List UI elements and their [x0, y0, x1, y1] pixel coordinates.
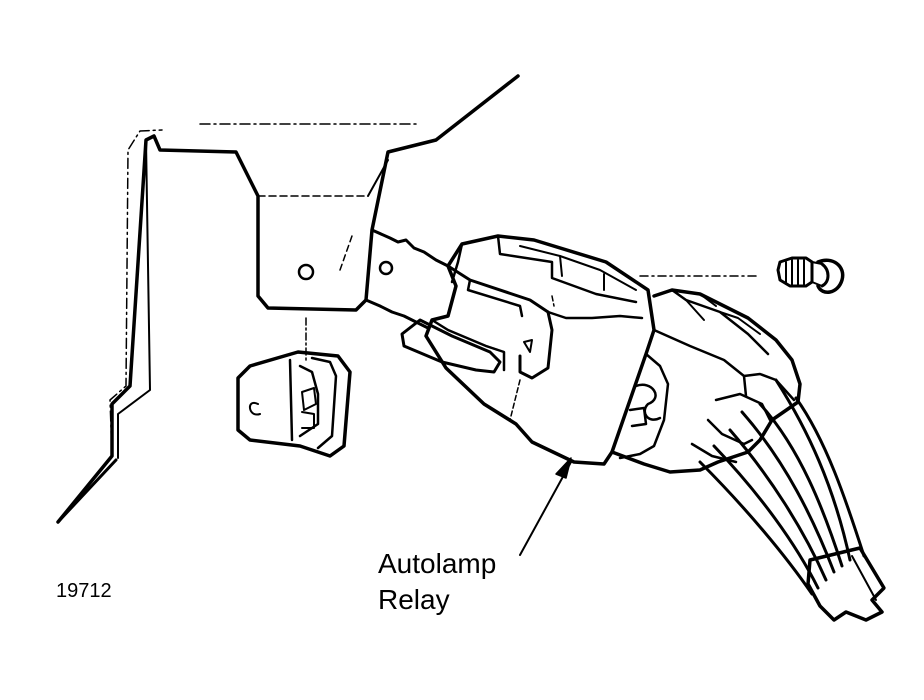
callout-label-line2: Relay — [378, 584, 450, 615]
relay-mounting-tab — [364, 228, 450, 330]
body-panel-outline — [56, 123, 421, 524]
wire-harness — [698, 378, 886, 622]
screw — [776, 256, 845, 294]
relay-connector-end — [610, 288, 802, 474]
relay-body — [400, 234, 761, 466]
connector-clip — [236, 350, 352, 458]
callout-arrow — [519, 457, 572, 556]
callout-label-line1: Autolamp — [378, 548, 497, 579]
mounting-bracket — [56, 74, 520, 524]
figure-number: 19712 — [56, 580, 112, 602]
